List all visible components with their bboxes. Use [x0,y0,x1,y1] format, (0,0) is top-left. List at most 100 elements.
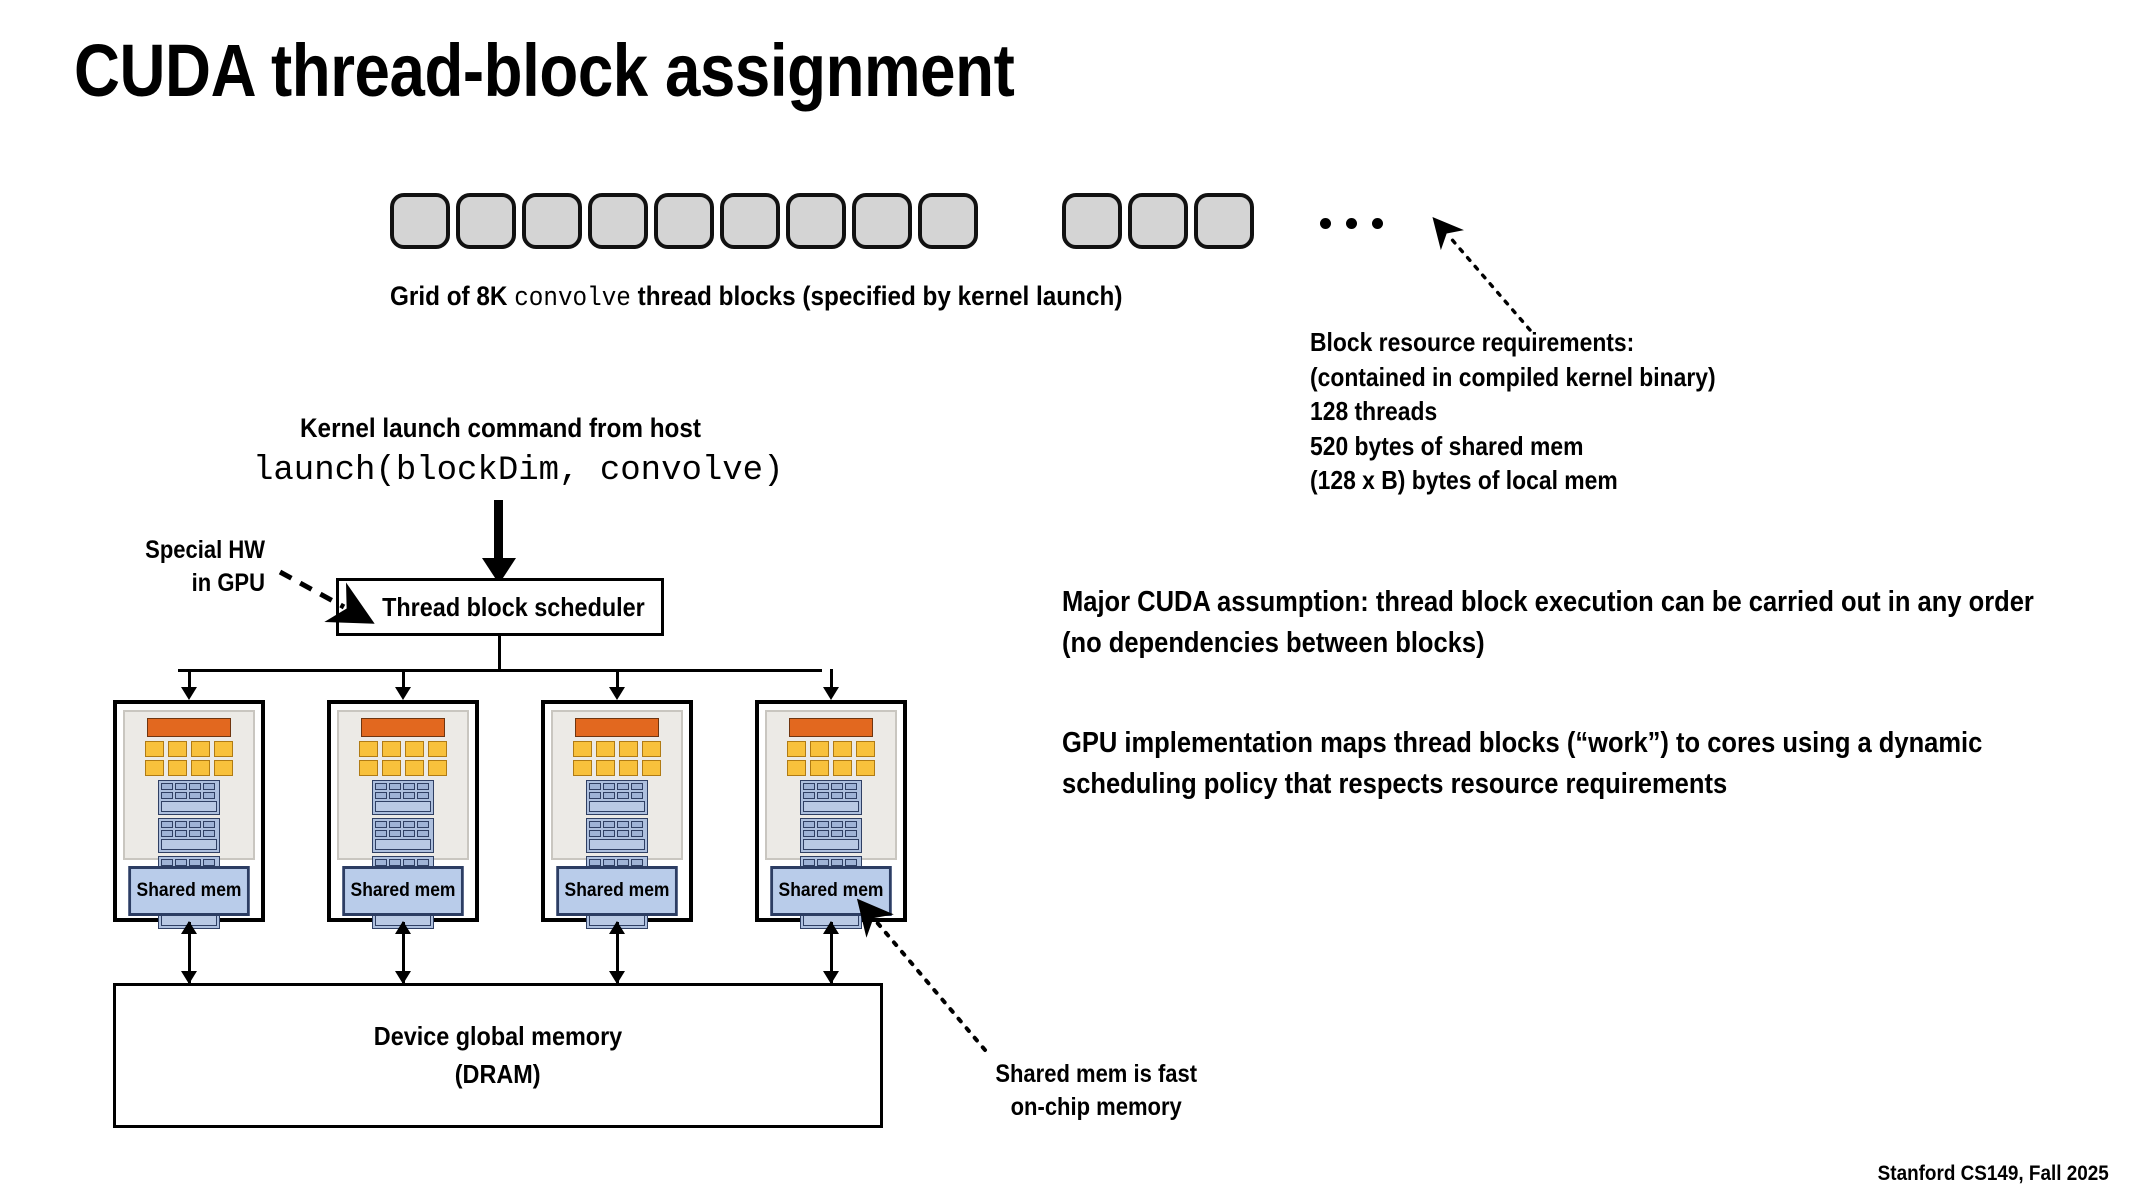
core-execution-unit [765,710,897,929]
core-context-cell [375,783,387,790]
core-fetch-decode-unit [575,718,659,737]
core-context-cell [617,830,629,837]
core-context-cell [403,783,415,790]
body-paragraph-2: GPU implementation maps thread blocks (“… [1062,727,1983,801]
core-alu [405,741,424,757]
core-context-cell [175,783,187,790]
page-title: CUDA thread-block assignment [74,29,1015,112]
launch-arrow-shaft [494,500,503,562]
core-bus-line [178,669,822,672]
core-context-cell [189,859,201,866]
core-context-row [589,830,645,837]
thread-block-5[interactable] [654,193,714,249]
thread-block-8[interactable] [852,193,912,249]
shared-mem-callout-line-1: Shared mem is fast [995,1060,1198,1088]
gpu-core-3[interactable]: Shared mem [541,700,693,929]
grid-caption-code: convolve [514,284,631,314]
core-context-cell [417,792,429,799]
core-context-cell [417,783,429,790]
core-context-cell [603,792,615,799]
thread-block-12[interactable] [1194,193,1254,249]
core-alu-row [560,741,674,757]
thread-block-3[interactable] [522,193,582,249]
core-context-cell [189,821,201,828]
core-context-cell [203,830,215,837]
gpu-core-2[interactable]: Shared mem [327,700,479,929]
core-alu [168,741,187,757]
core-context-row [803,821,859,828]
core-alu [619,741,638,757]
core-context-block [372,780,434,815]
core-alu [168,760,187,776]
core-context-block [800,818,862,853]
core-to-dram-line [402,922,405,984]
core-alu [856,741,875,757]
core-context-cell [189,783,201,790]
core-context-row [375,859,431,866]
grid-caption-post: thread blocks (specified by kernel launc… [630,281,1123,311]
core-context-cell [161,792,173,799]
core-context-cell [203,859,215,866]
shared-mem-box[interactable]: Shared mem [342,866,464,916]
core-context-bar [589,801,645,812]
thread-block-2[interactable] [456,193,516,249]
core-context-cell [803,783,815,790]
core-context-row [589,821,645,828]
core-context-row [375,783,431,790]
thread-block-7[interactable] [786,193,846,249]
thread-block-scheduler-box[interactable]: Thread block scheduler [336,578,664,636]
grid-caption: Grid of 8K convolve thread blocks (speci… [390,281,1122,314]
gpu-core-1[interactable]: Shared mem [113,700,265,929]
core-context-cell [389,792,401,799]
core-to-dram-arrow-up [395,921,411,934]
core-context-row [803,830,859,837]
core-alu [382,760,401,776]
thread-block-1[interactable] [390,193,450,249]
thread-block-10[interactable] [1062,193,1122,249]
block-requirements-line-5: (128 x B) bytes of local mem [1310,465,1618,496]
core-context-cell [845,821,857,828]
thread-block-11[interactable] [1128,193,1188,249]
core-context-cell [845,792,857,799]
core-context-cell [617,792,629,799]
scheduler-to-core-arrow [609,687,625,700]
core-alu [573,741,592,757]
core-alu-row [774,760,888,776]
device-global-memory-box: Device global memory (DRAM) [113,983,883,1128]
core-context-cell [831,821,843,828]
core-alu [596,741,615,757]
core-context-cell [175,792,187,799]
scheduler-to-core-line [188,669,191,689]
core-context-row [375,821,431,828]
core-context-row [803,792,859,799]
gpu-core-4[interactable]: Shared mem [755,700,907,929]
shared-mem-box[interactable]: Shared mem [556,866,678,916]
shared-mem-box[interactable]: Shared mem [770,866,892,916]
core-context-cell [161,859,173,866]
core-context-row [161,783,217,790]
dram-line-1: Device global memory [373,1020,623,1051]
thread-block-9[interactable] [918,193,978,249]
core-context-cell [403,821,415,828]
core-alu [596,760,615,776]
core-alu-row [132,741,246,757]
core-alu [145,741,164,757]
core-context-cell [603,830,615,837]
thread-block-4[interactable] [588,193,648,249]
core-alu [573,760,592,776]
core-context-cell [375,792,387,799]
core-alu-row [560,760,674,776]
core-context-block [586,780,648,815]
core-context-cell [831,859,843,866]
shared-mem-box[interactable]: Shared mem [128,866,250,916]
core-context-cell [417,830,429,837]
core-context-bar [161,801,217,812]
core-context-cell [389,830,401,837]
core-context-bar [803,801,859,812]
core-alu [359,760,378,776]
core-alu [405,760,424,776]
scheduler-to-core-line [402,669,405,689]
thread-block-6[interactable] [720,193,780,249]
core-alu-row [132,760,246,776]
core-to-dram-arrow-up [823,921,839,934]
